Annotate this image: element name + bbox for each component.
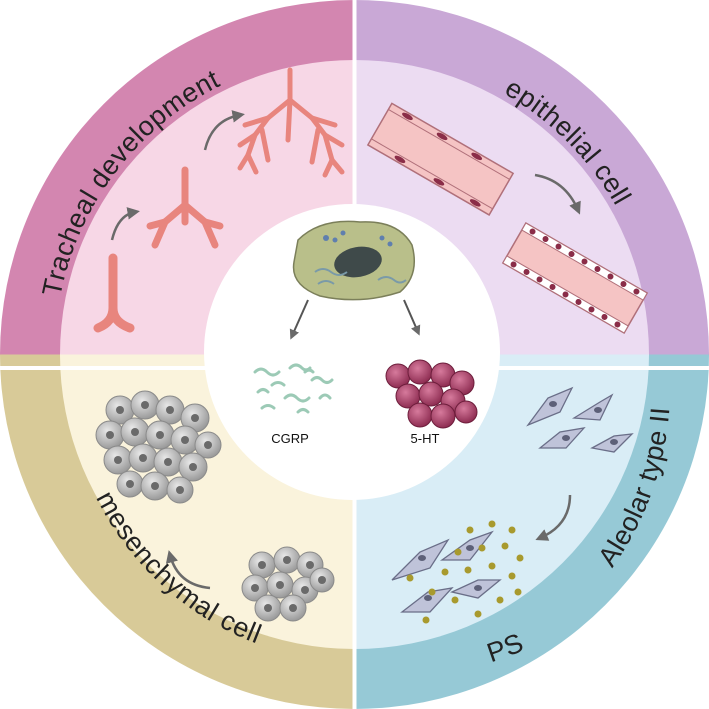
neuroendocrine-cell	[294, 221, 415, 299]
label-cgrp: CGRP	[271, 431, 309, 446]
label-5ht: 5-HT	[411, 431, 440, 446]
